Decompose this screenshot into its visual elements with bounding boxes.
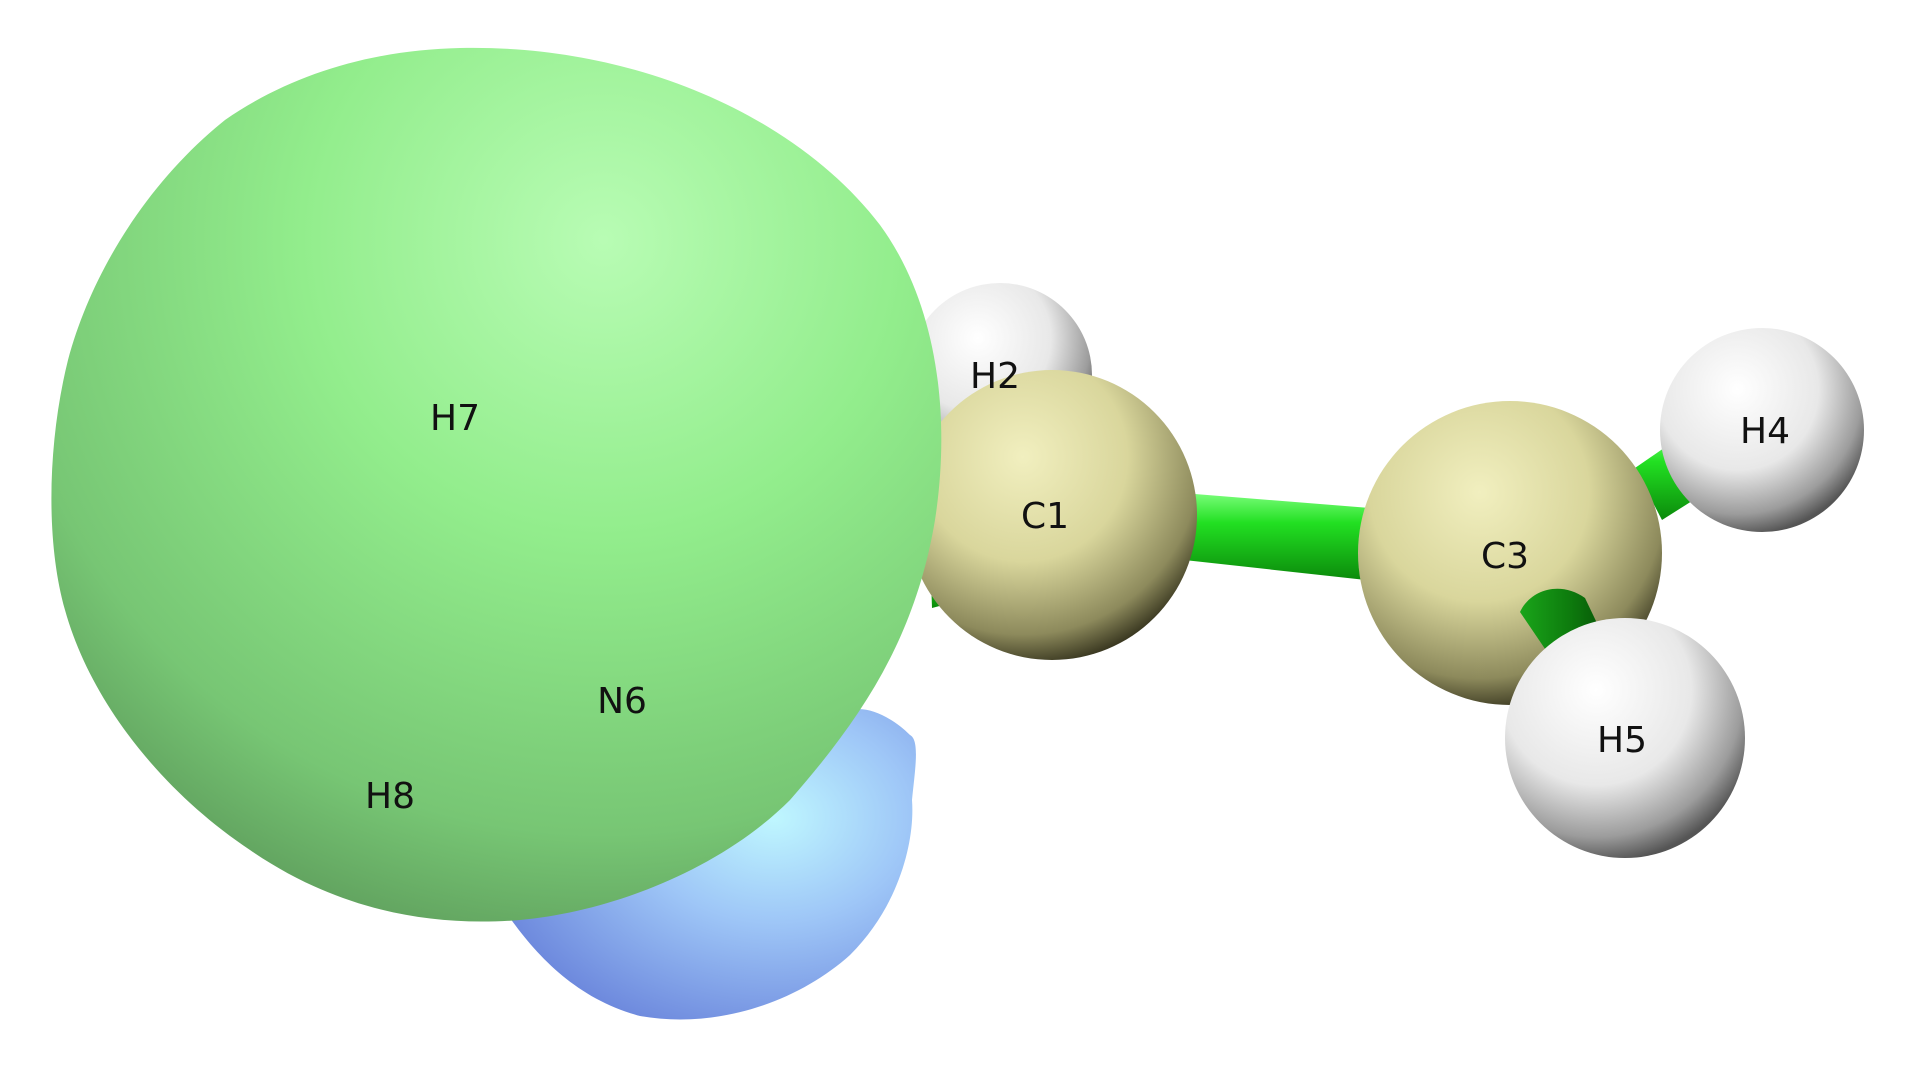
atom-h4 [1660, 328, 1864, 532]
bond-c1-c3 [1166, 492, 1370, 580]
atom-label-h2: H2 [970, 356, 1020, 397]
orbital-lobe-positive [51, 47, 942, 922]
atom-c1 [907, 370, 1197, 660]
atom-label-c1: C1 [1021, 496, 1069, 537]
atom-label-h7: H7 [430, 398, 480, 439]
orbital-lobe-negative [510, 709, 916, 1020]
atom-label-h4: H4 [1740, 411, 1790, 452]
atom-label-c3: C3 [1481, 536, 1529, 577]
atom-h5 [1505, 618, 1745, 858]
atom-label-h8: H8 [365, 776, 415, 817]
atom-label-n6: N6 [597, 681, 647, 722]
atom-label-h5: H5 [1597, 720, 1647, 761]
